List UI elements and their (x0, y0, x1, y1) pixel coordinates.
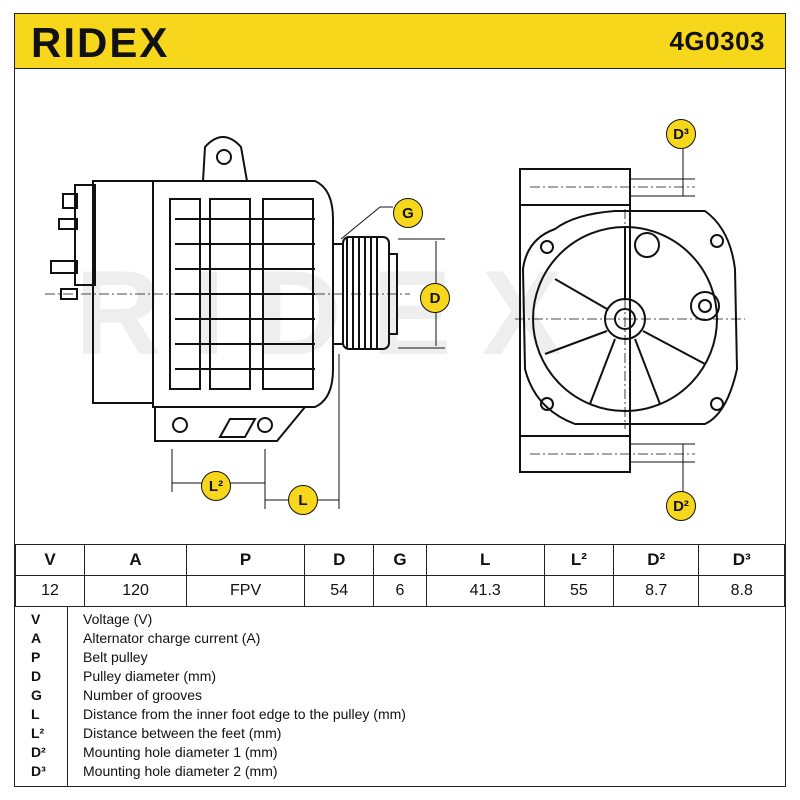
legend-divider (67, 607, 68, 787)
callout-g: G (393, 198, 423, 228)
spec-header-d3: D³ (698, 544, 785, 576)
specs-table: V A P D G L L² D² D³ 12 120 FPV 54 6 41.… (14, 544, 785, 607)
spec-header-p: P (185, 544, 306, 576)
ridex-logo: RIDEX (31, 19, 169, 65)
spec-header-g: G (373, 544, 427, 576)
callout-d3: D³ (666, 119, 696, 149)
spec-value-a: 120 (84, 575, 187, 607)
spec-value-d: 54 (304, 575, 375, 607)
spec-value-g: 6 (373, 575, 427, 607)
spec-value-l2: 55 (543, 575, 614, 607)
spec-header-l2: L² (543, 544, 614, 576)
specs-value-row: 12 120 FPV 54 6 41.3 55 8.7 8.8 (14, 575, 785, 607)
front-housing (521, 210, 739, 425)
spec-header-l: L (425, 544, 545, 576)
spec-value-d3: 8.8 (698, 575, 785, 607)
callout-d2: D² (666, 491, 696, 521)
header-bar: RIDEX 4G0303 (15, 14, 785, 69)
svg-text:RIDEX: RIDEX (31, 19, 169, 65)
main-body (152, 180, 334, 408)
specs-header-row: V A P D G L L² D² D³ (14, 544, 785, 576)
spec-value-p: FPV (185, 575, 306, 607)
technical-drawing: RIDEX (15, 69, 785, 544)
callout-l: L (288, 485, 318, 515)
callout-l2: L² (201, 471, 231, 501)
part-number: 4G0303 (669, 26, 765, 56)
spec-header-a: A (84, 544, 187, 576)
alternator-drawing: RIDEX (45, 136, 745, 509)
spec-header-d: D (304, 544, 375, 576)
callout-d: D (420, 283, 450, 313)
product-sheet: RIDEX 4G0303 RIDEX (14, 13, 786, 787)
connector-block (74, 184, 96, 286)
spec-value-v: 12 (14, 575, 86, 607)
spec-value-l: 41.3 (425, 575, 545, 607)
spec-value-d2: 8.7 (612, 575, 700, 607)
watermark-text: RIDEX (75, 246, 592, 380)
spec-header-v: V (14, 544, 86, 576)
spec-header-d2: D² (612, 544, 700, 576)
